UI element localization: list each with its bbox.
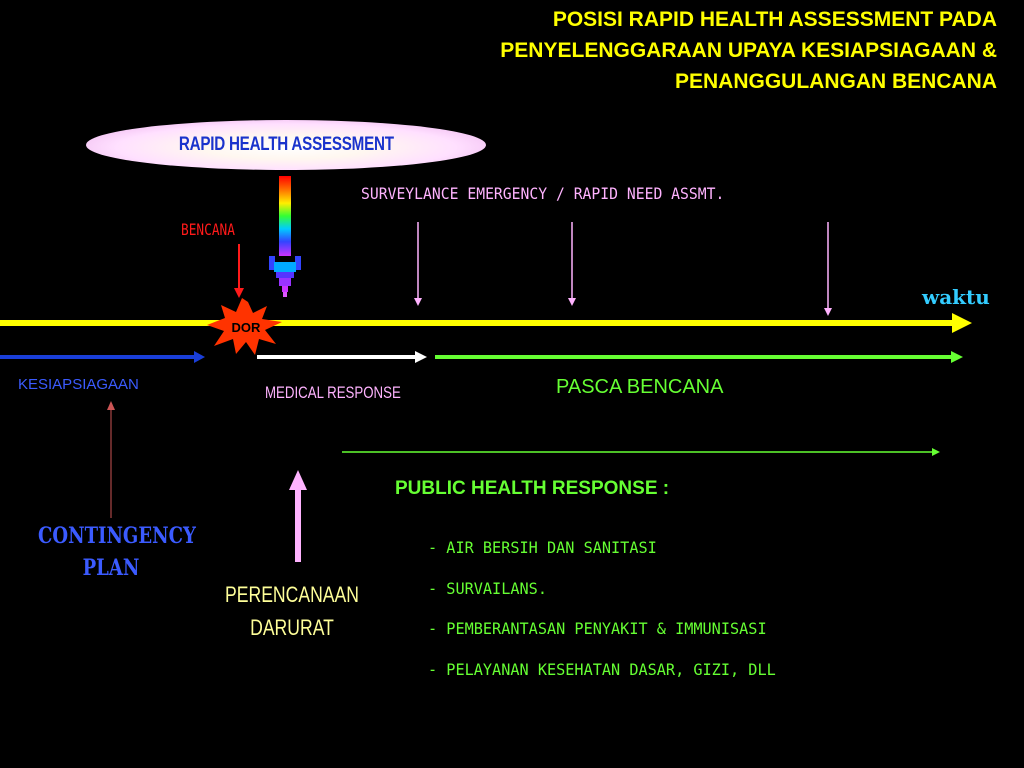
rapid-health-assessment-label: RAPID HEALTH ASSESSMENT — [178, 134, 394, 155]
rapid-health-assessment-ellipse: RAPID HEALTH ASSESSMENT — [86, 120, 486, 170]
contingency-plan-label: CONTINGENCY PLAN — [38, 520, 196, 584]
medical-response-label: MEDICAL RESPONSE — [265, 383, 401, 402]
title-line-3: PENANGGULANGAN BENCANA — [674, 70, 997, 93]
contingency-line-1: CONTINGENCY — [38, 523, 196, 549]
surveylance-arrow-2 — [568, 222, 576, 306]
perencanaan-line-2: DARURAT — [250, 615, 334, 640]
contingency-arrow — [107, 401, 115, 518]
page-title: POSISI RAPID HEALTH ASSESSMENT PADA PENY… — [300, 4, 997, 97]
rainbow-arrow — [269, 176, 301, 297]
list-item: - AIR BERSIH DAN SANITASI — [428, 538, 657, 557]
bencana-label: BENCANA — [181, 220, 235, 239]
contingency-line-2: PLAN — [82, 555, 140, 581]
title-line-2: PENYELENGGARAAN UPAYA KESIAPSIAGAAN & — [500, 39, 997, 62]
list-item: - SURVAILANS. — [428, 578, 547, 598]
perencanaan-arrow — [289, 470, 307, 562]
dor-label: DOR — [231, 320, 261, 335]
medical-response-arrow — [257, 351, 427, 363]
public-health-response-heading: PUBLIC HEALTH RESPONSE : — [395, 478, 670, 499]
pasca-bencana-arrow — [435, 351, 963, 363]
waktu-label: waktu — [922, 285, 990, 309]
pasca-bencana-label: PASCA BENCANA — [556, 376, 724, 398]
timeline-arrow — [0, 313, 972, 333]
public-health-response-arrow — [342, 448, 940, 456]
list-item: - PELAYANAN KESEHATAN DASAR, GIZI, DLL — [428, 659, 776, 679]
surveylance-label: SURVEYLANCE EMERGENCY / RAPID NEED ASSMT… — [361, 184, 725, 203]
kesiapsiagaan-label: KESIAPSIAGAAN — [18, 376, 139, 393]
surveylance-arrow-3 — [824, 222, 832, 316]
dor-burst — [207, 298, 282, 355]
surveylance-arrow-1 — [414, 222, 422, 306]
perencanaan-line-1: PERENCANAAN — [225, 582, 359, 607]
title-line-1: POSISI RAPID HEALTH ASSESSMENT PADA — [552, 8, 997, 31]
perencanaan-darurat-label: PERENCANAAN DARURAT — [222, 578, 361, 644]
response-item-list: - AIR BERSIH DAN SANITASI - SURVAILANS. … — [428, 538, 776, 700]
kesiapsiagaan-arrow — [0, 351, 205, 363]
list-item: - PEMBERANTASAN PENYAKIT & IMMUNISASI — [428, 619, 767, 638]
bencana-arrow — [234, 244, 244, 298]
